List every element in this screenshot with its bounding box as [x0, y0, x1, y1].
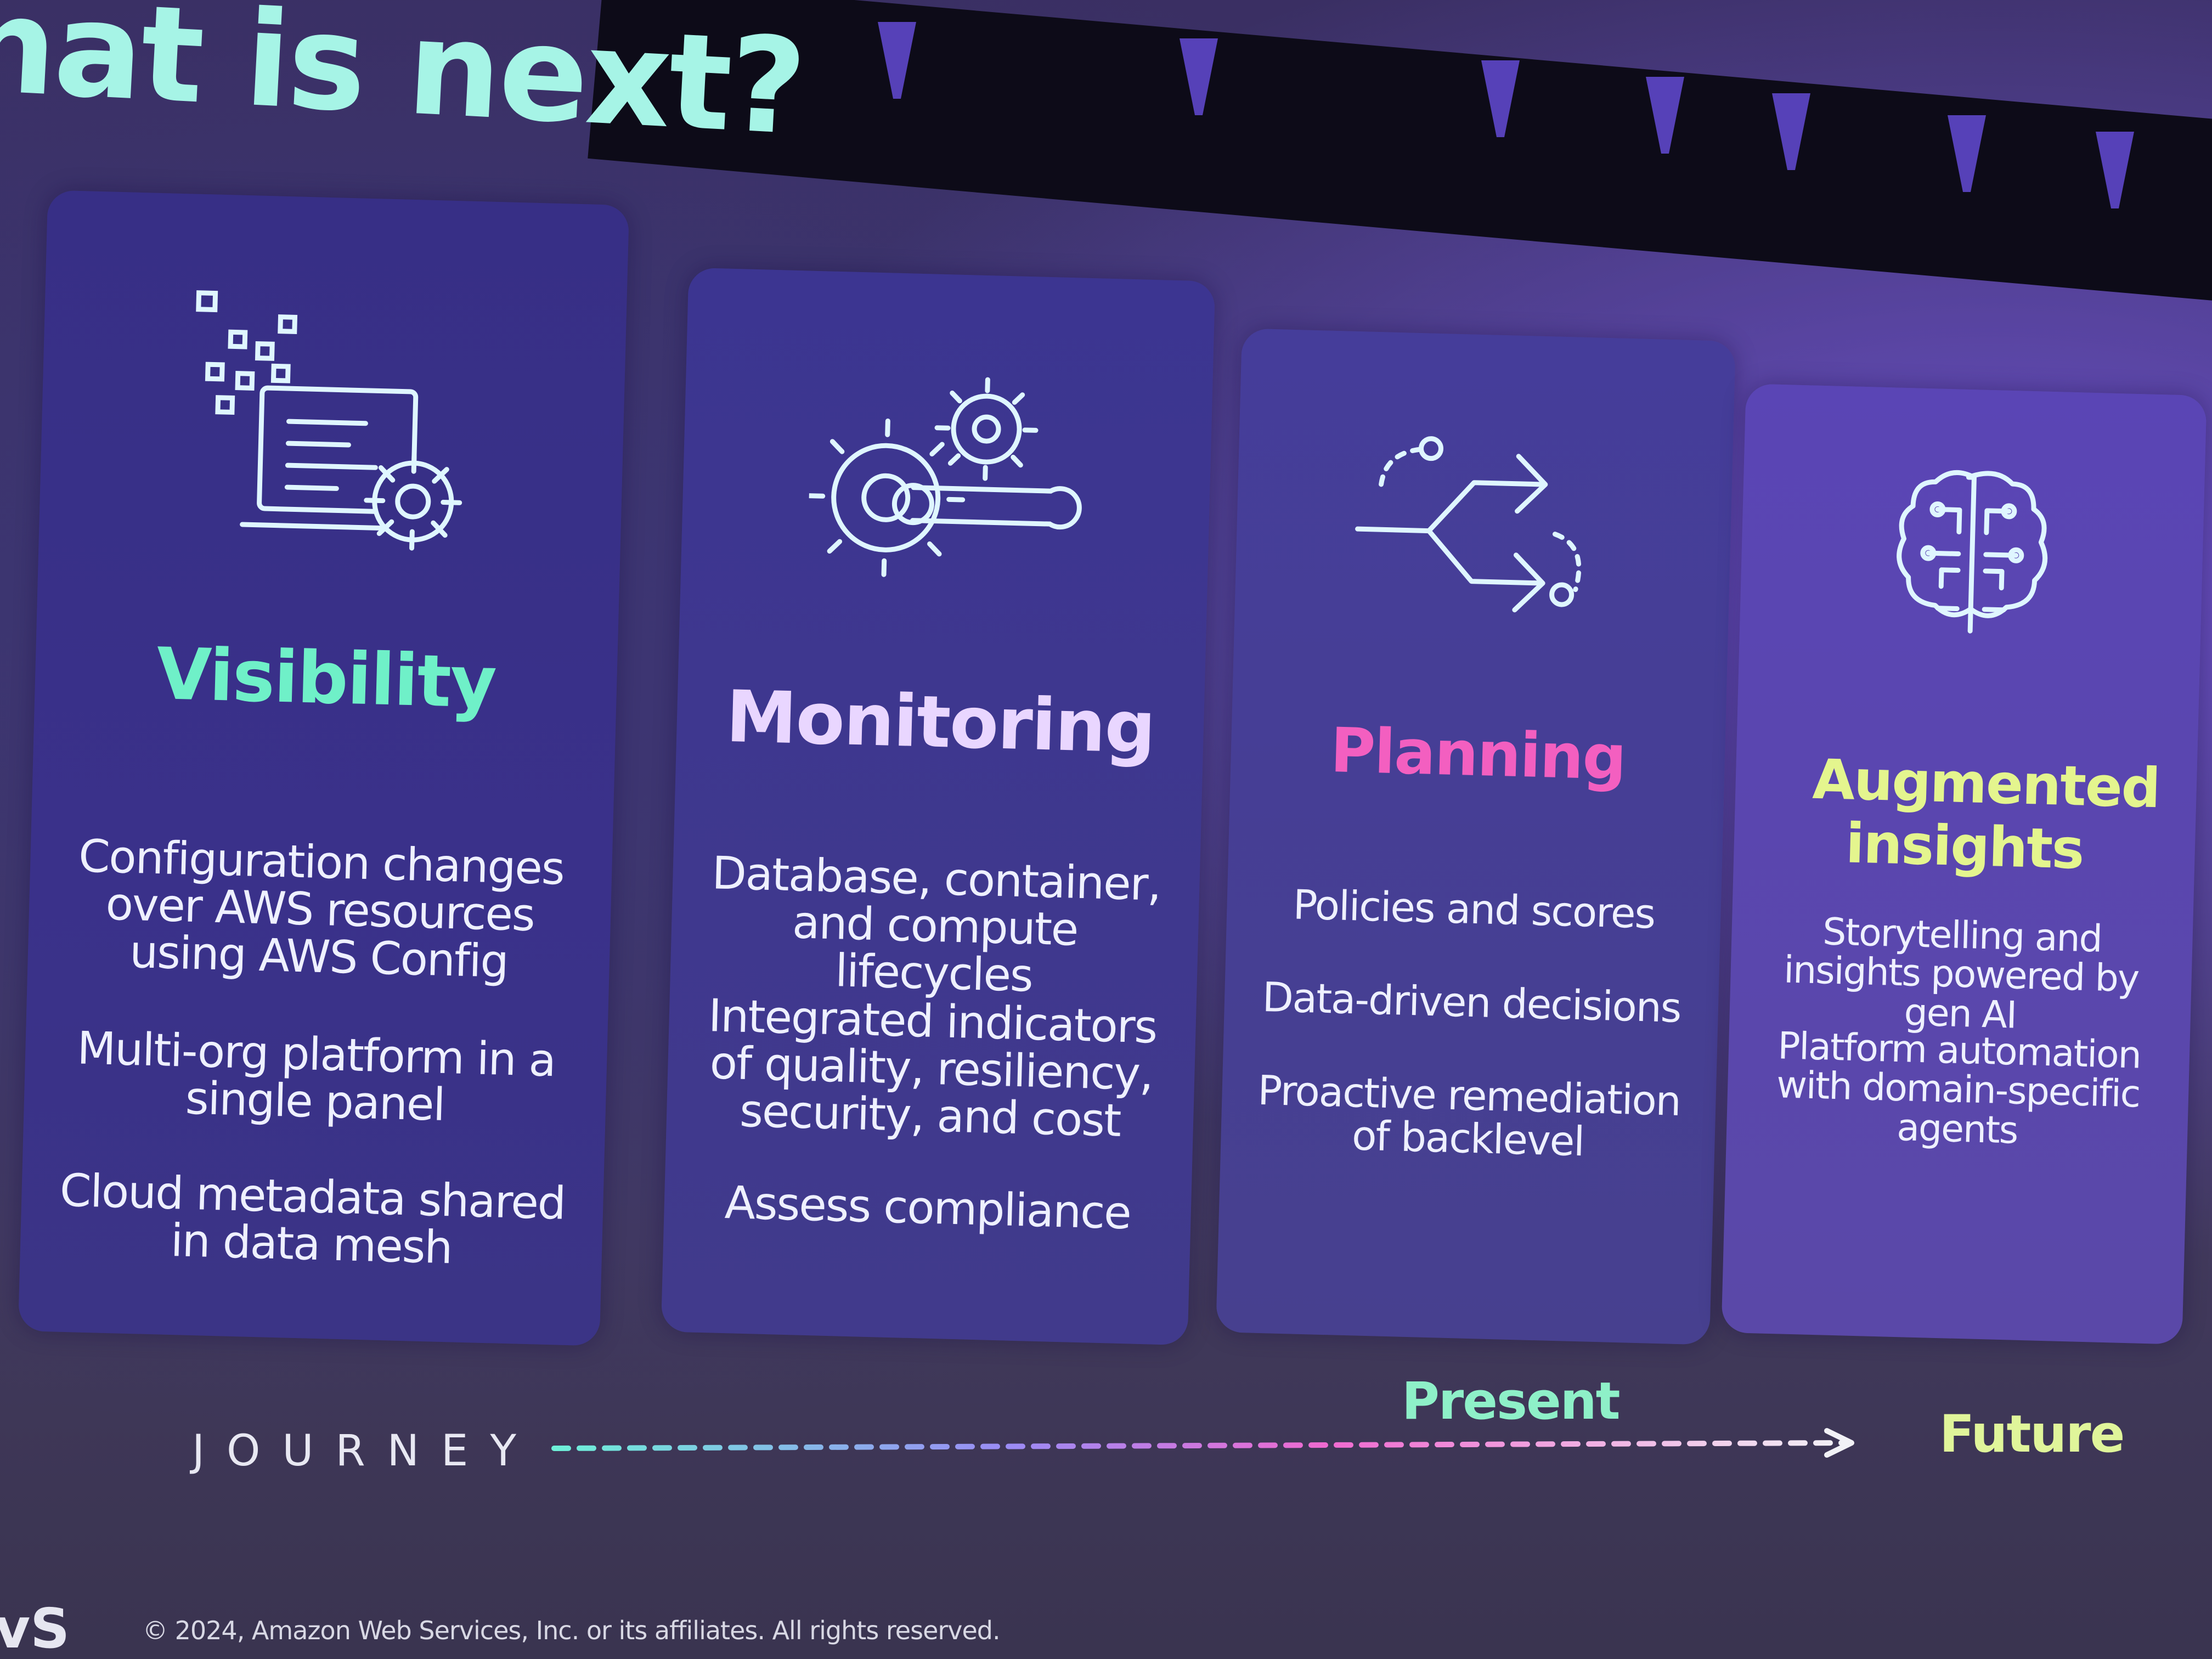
panel-item: Data-driven decisions [1261, 973, 1681, 1032]
journey-label: JOURNEY [192, 1426, 538, 1476]
panel-item: Multi-org platform in a single panel [76, 1022, 556, 1132]
aws-logo: vS [0, 1596, 70, 1659]
branching-arrows-icon [1355, 436, 1582, 613]
panel-augmented-insights: Augmented insights Storytelling and insi… [1721, 383, 2207, 1345]
panel-item: Cloud metadata shared in data mesh [59, 1164, 566, 1274]
copyright-notice: © 2024, Amazon Web Services, Inc. or its… [143, 1616, 1001, 1645]
slide-heading: hat is next? [0, 0, 808, 165]
panel-item: Proactive remediation of backlevel [1257, 1066, 1681, 1166]
panel-monitoring: Monitoring Database, container, and comp… [661, 267, 1216, 1346]
panel-item: Storytelling and insights powered by gen… [1783, 910, 2140, 1037]
panel-item: Configuration changes over AWS resources… [78, 830, 565, 989]
panel-item: Integrated indicators of quality, resili… [708, 990, 1158, 1148]
panel-item: Platform automation with domain-specific… [1776, 1024, 2141, 1153]
panel-item: Policies and scores [1292, 881, 1656, 938]
gears-wrench-icon [806, 377, 1082, 577]
future-label: Future [1939, 1404, 2125, 1464]
panel-visibility: Visibility Configuration changes over AW… [18, 190, 630, 1346]
brain-circuit-icon [1897, 470, 2048, 634]
panel-item: Database, container, and compute lifecyc… [711, 847, 1161, 1002]
panel-title: Planning [1329, 715, 1627, 794]
panel-title: Visibility [155, 631, 497, 725]
present-label: Present [1402, 1372, 1621, 1431]
journey-arrow [551, 1428, 1854, 1458]
laptop-gear-icon [196, 290, 462, 551]
panel-title: Augmented insights [1812, 747, 2160, 882]
panel-planning: Planning Policies and scores Data-driven… [1216, 328, 1736, 1345]
panel-item: Assess compliance [724, 1177, 1131, 1240]
panel-title: Monitoring [725, 674, 1156, 770]
